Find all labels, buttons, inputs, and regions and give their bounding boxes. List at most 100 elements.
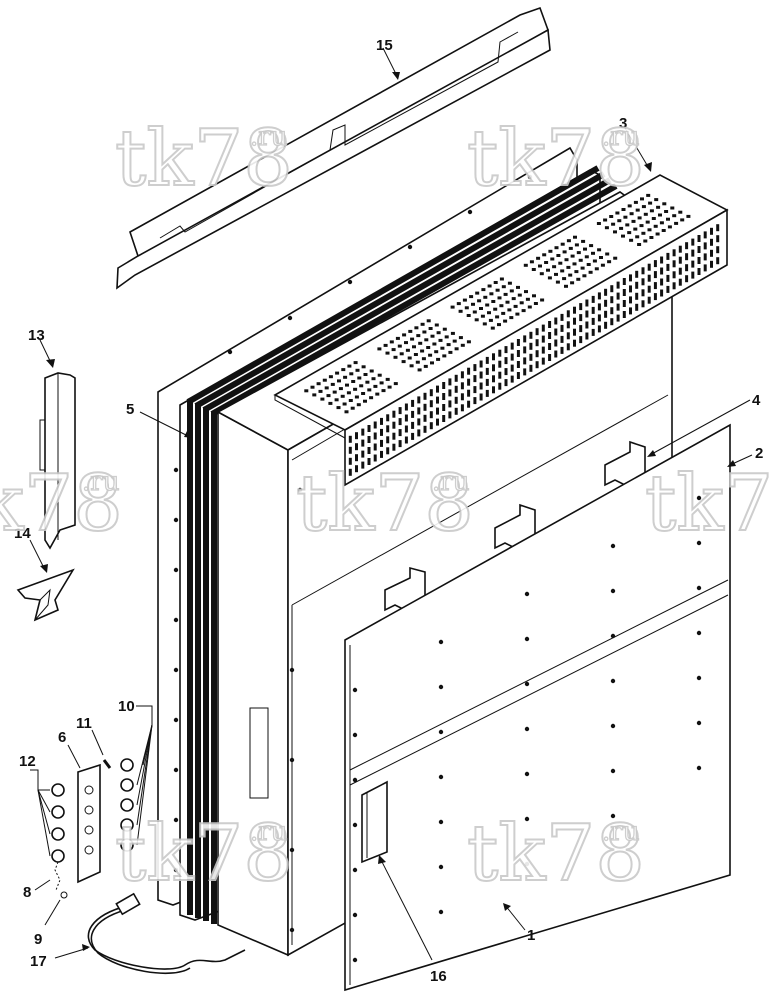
- panel-screw-holes: [352, 495, 702, 963]
- vent-slot: [485, 378, 489, 386]
- vent-slot: [654, 198, 659, 202]
- vent-slot: [337, 379, 341, 383]
- vent-slot: [507, 308, 512, 312]
- vent-slot: [471, 302, 475, 306]
- vent-slot: [649, 236, 654, 239]
- vent-slot: [597, 248, 602, 252]
- vent-slot: [635, 208, 640, 212]
- vent-slot: [485, 367, 489, 375]
- vent-slot: [649, 209, 654, 213]
- vent-slot: [373, 384, 378, 388]
- vent-slot: [539, 272, 544, 276]
- vent-slot: [622, 311, 626, 318]
- vent-slot: [395, 336, 400, 340]
- vent-slot: [417, 407, 421, 415]
- callout-9: 9: [34, 931, 42, 948]
- vent-slot: [498, 371, 502, 379]
- vent-slot: [554, 272, 558, 276]
- vent-slot: [404, 403, 408, 411]
- screw-hole: [610, 678, 616, 684]
- vent-slot: [548, 354, 552, 361]
- vent-slot: [393, 355, 398, 359]
- vent-slot: [460, 393, 464, 401]
- vent-slot: [653, 224, 658, 228]
- vent-slot: [678, 256, 682, 264]
- vent-slot: [570, 281, 575, 285]
- vent-slot: [660, 289, 664, 297]
- vent-slot: [485, 303, 490, 307]
- vent-slot: [507, 281, 512, 285]
- vent-slot: [562, 277, 567, 281]
- vent-slot: [404, 436, 408, 444]
- vent-slot: [411, 410, 415, 418]
- vent-slot: [492, 386, 495, 394]
- vent-slot: [436, 407, 439, 415]
- vent-slot: [670, 206, 675, 210]
- vent-slot: [616, 303, 620, 311]
- vent-slot: [373, 454, 377, 462]
- vent-slot: [380, 450, 383, 458]
- screw-hole: [438, 729, 444, 735]
- vent-slot: [387, 385, 392, 389]
- vent-slot: [348, 468, 352, 476]
- vent-slot: [703, 264, 707, 272]
- watermark-text: tk78: [645, 459, 773, 549]
- vent-slot: [639, 224, 644, 228]
- vent-slot: [398, 440, 402, 448]
- vent-slot: [348, 446, 352, 454]
- vent-slot: [515, 312, 520, 316]
- vent-slot: [324, 386, 329, 390]
- vent-slot: [527, 305, 532, 309]
- vent-slot: [498, 382, 502, 390]
- vent-slot: [566, 321, 570, 329]
- vent-slot: [367, 447, 371, 454]
- vent-slot: [350, 406, 355, 410]
- screw-hole: [610, 633, 616, 639]
- vent-slot: [579, 325, 583, 333]
- vent-slot: [585, 321, 589, 329]
- vent-slot: [635, 303, 639, 311]
- vent-slot: [426, 346, 431, 349]
- vent-slot: [367, 458, 371, 465]
- screw-hole: [610, 768, 616, 774]
- vent-slot: [442, 415, 446, 422]
- vent-slot: [533, 302, 538, 305]
- vent-slot: [473, 375, 477, 383]
- vent-slot: [467, 400, 471, 408]
- vent-slot: [710, 260, 713, 268]
- vent-slot: [535, 328, 539, 336]
- vent-slot: [613, 256, 618, 260]
- vent-slot: [529, 331, 533, 339]
- vent-slot: [343, 375, 348, 379]
- vent-slot: [516, 361, 520, 368]
- vent-slot: [338, 387, 343, 391]
- vent-slot: [656, 205, 661, 209]
- vent-slot: [600, 263, 605, 267]
- vent-slot: [460, 343, 465, 347]
- vent-slot: [415, 360, 420, 364]
- vent-slot: [363, 399, 367, 403]
- vent-slot: [348, 399, 353, 402]
- vent-slot: [432, 342, 437, 346]
- vent-slot: [585, 310, 589, 318]
- vent-slot: [588, 270, 593, 274]
- vent-slot: [493, 307, 498, 311]
- screw-hole: [438, 909, 444, 915]
- vent-slot: [635, 235, 640, 239]
- vent-slot: [503, 319, 508, 323]
- vent-slot: [672, 214, 677, 218]
- vent-slot: [473, 364, 477, 372]
- vent-slot: [430, 361, 434, 365]
- vent-slot: [357, 376, 362, 380]
- vent-slot: [697, 235, 701, 242]
- watermark-suffix: .ru: [602, 122, 639, 152]
- vent-slot: [379, 381, 384, 385]
- vent-slot: [710, 227, 713, 235]
- vent-slot: [487, 284, 492, 288]
- vent-slot: [532, 294, 536, 298]
- vent-slot: [355, 465, 358, 473]
- vent-slot: [347, 364, 352, 368]
- vent-slot: [493, 281, 498, 284]
- vent-slot: [492, 375, 495, 383]
- vent-slot: [492, 353, 495, 361]
